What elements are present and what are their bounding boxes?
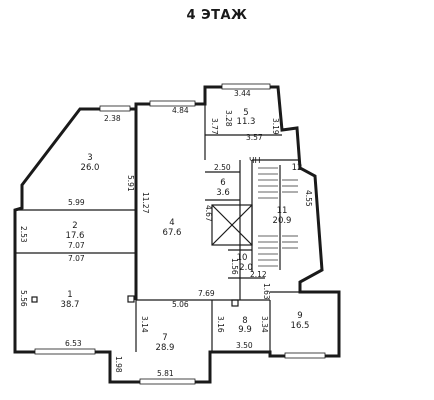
dim-label: 2.50 <box>214 163 231 172</box>
dim-label: 3.28 <box>224 110 233 127</box>
room-9-area: 16.5 <box>291 321 310 331</box>
dim-label: 1.63 <box>262 283 271 300</box>
dim-label: 5.81 <box>157 369 174 378</box>
room-8-number: 8 <box>242 316 247 326</box>
dim-label: 3.34 <box>260 316 269 333</box>
room-9-number: 9 <box>297 311 302 321</box>
dim-label: 5.99 <box>68 198 85 207</box>
room-10-area: 2.0 <box>239 263 253 273</box>
dim-label: 3.57 <box>246 133 263 142</box>
room-1-number: 1 <box>67 290 72 300</box>
room-7-area: 28.9 <box>156 343 175 353</box>
room-4-number: 4 <box>169 218 174 228</box>
dim-label: 4.67 <box>204 205 213 222</box>
staircase <box>258 165 298 270</box>
room-5-number: 5 <box>243 108 248 118</box>
dim-label: 7.07 <box>68 241 85 250</box>
dim-label: 3.77 <box>210 118 219 135</box>
dim-label: 6.53 <box>65 339 82 348</box>
lift-mark: ЧН <box>249 156 261 165</box>
socket-room1 <box>31 296 38 303</box>
column-room8 <box>231 299 239 307</box>
dim-label: 5.06 <box>172 300 189 309</box>
dim-label: 2.38 <box>104 114 121 123</box>
room-1-area: 38.7 <box>61 300 80 310</box>
window-room3 <box>99 105 131 112</box>
room-3-number: 3 <box>87 153 92 163</box>
dim-label: 4.84 <box>172 106 189 115</box>
dim-label: 2.12 <box>250 270 267 279</box>
dim-label: 3.14 <box>140 316 149 333</box>
dim-label: 3.19 <box>271 118 280 135</box>
room-2-area: 17.6 <box>66 231 85 241</box>
room-7-number: 7 <box>162 333 167 343</box>
lift-cross-2 <box>211 204 253 246</box>
room-3-area: 26.0 <box>81 163 100 173</box>
dim-label: 1.56 <box>230 258 239 275</box>
dim-label: 2.53 <box>19 226 28 243</box>
room-10-number: 10 <box>237 253 248 263</box>
exterior-wall <box>13 85 341 384</box>
dim-label: 7.07 <box>68 254 85 263</box>
room-4-area: 67.6 <box>163 228 182 238</box>
room-6-number: 6 <box>220 178 225 188</box>
room-8-area: 9.9 <box>238 325 252 335</box>
dim-label: 3.44 <box>234 89 251 98</box>
room-12-number: 12 <box>292 163 303 173</box>
floor-title: 4 ЭТАЖ <box>186 8 248 23</box>
dim-label: 3.16 <box>216 316 225 333</box>
dim-label: 5.91 <box>126 175 135 192</box>
room-11-number: 11 <box>277 206 288 216</box>
window-room5 <box>221 83 271 90</box>
dim-label: 4.55 <box>304 190 313 207</box>
room-5-area: 11.3 <box>237 117 256 127</box>
window-room7 <box>139 378 196 385</box>
lift-shaft <box>211 204 253 246</box>
dim-label: 1.98 <box>114 356 123 373</box>
window-room4 <box>149 100 196 107</box>
room-11-area: 20.9 <box>273 216 292 226</box>
room-2-number: 2 <box>72 221 77 231</box>
dim-label: 7.69 <box>198 289 215 298</box>
dim-label: 5.56 <box>19 290 28 307</box>
window-room1 <box>34 348 96 355</box>
room-6-area: 3.6 <box>216 188 230 198</box>
dim-label: 11.27 <box>141 192 150 214</box>
window-room9 <box>284 352 326 359</box>
dim-label: 3.50 <box>236 341 253 350</box>
column-room1 <box>127 295 135 303</box>
